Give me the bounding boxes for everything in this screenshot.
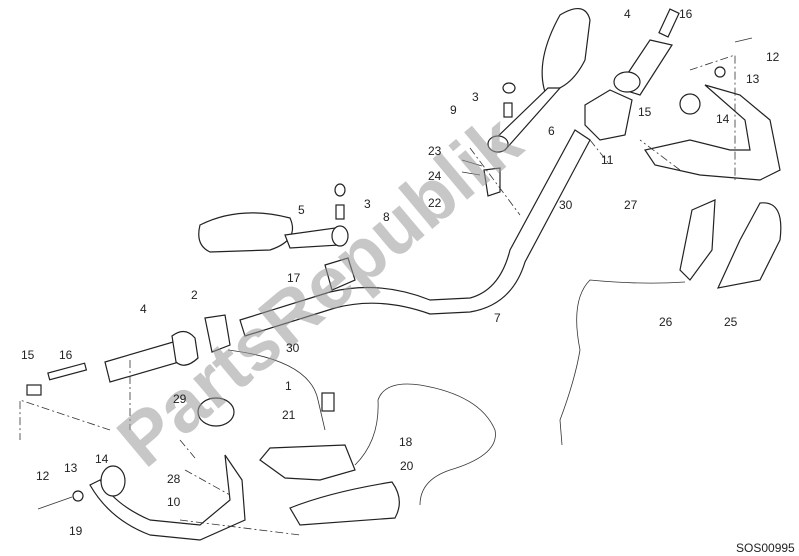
left-sleeve (47, 362, 88, 381)
switch-cable (227, 349, 326, 431)
callout-label: 28 (167, 472, 181, 486)
callout-label: 14 (716, 112, 730, 126)
right-mirror (541, 8, 591, 93)
callout-label: 22 (428, 196, 442, 210)
left-spacer (72, 490, 84, 502)
left-bar-end-insert (26, 384, 42, 396)
cap-left (334, 183, 346, 197)
right-bar-end-weight (679, 93, 701, 115)
bolt-left (37, 496, 73, 510)
left-switch (204, 314, 231, 353)
callout-label: 18 (399, 435, 413, 449)
callout-label: 9 (450, 103, 457, 117)
callout-label: 27 (624, 198, 638, 212)
callout-label: 19 (69, 524, 83, 538)
callout-label: 16 (679, 7, 693, 21)
callout-label: 1 (285, 379, 292, 393)
callout-label: 11 (601, 153, 614, 167)
right-switch (584, 89, 633, 141)
right-handguard (644, 84, 781, 181)
mirror-base-right (487, 135, 509, 153)
mirror-clamp-left (324, 257, 356, 291)
connector (321, 392, 335, 412)
indicator-cable-right (559, 279, 686, 446)
bolt-right (734, 37, 753, 43)
callout-label: 12 (766, 50, 780, 64)
callout-label: 23 (428, 144, 442, 158)
callout-labels: 4 16 12 13 3 9 6 15 14 11 23 24 22 30 27… (21, 7, 780, 538)
callout-label: 3 (472, 90, 479, 104)
switch-unit (197, 397, 235, 427)
callout-label: 12 (36, 469, 50, 483)
screw-left (335, 204, 345, 220)
watermark: PartsRepublik (102, 98, 537, 482)
callout-label: 8 (383, 210, 390, 224)
callout-label: 25 (724, 315, 738, 329)
callout-label: 24 (428, 169, 442, 183)
callout-label: 17 (287, 271, 301, 285)
callout-label: 21 (282, 408, 296, 422)
right-spacer (714, 66, 726, 78)
callout-label: 10 (167, 495, 181, 509)
mirror-clamp-right (483, 167, 501, 197)
callout-label: 4 (624, 7, 631, 21)
callout-label: 15 (21, 348, 35, 362)
left-cover (289, 481, 400, 526)
callout-label: 3 (364, 197, 371, 211)
callout-label: 29 (173, 392, 187, 406)
right-cover (716, 202, 782, 289)
callout-label: 30 (286, 341, 300, 355)
callout-label: 13 (64, 461, 78, 475)
mirror-base-left (331, 225, 349, 247)
left-mirror (198, 212, 294, 253)
callout-label: 30 (559, 198, 573, 212)
callout-label: 26 (659, 315, 673, 329)
callout-label: 2 (191, 288, 198, 302)
right-indicator (679, 199, 716, 281)
right-grip-end (613, 71, 641, 93)
indicator-cable-left (354, 383, 496, 506)
left-indicator (259, 444, 356, 481)
callout-label: 6 (548, 124, 555, 138)
callout-label: 14 (95, 452, 109, 466)
callout-label: 4 (140, 302, 147, 316)
diagram-code: SOS00995 (736, 541, 795, 555)
screw-right (503, 102, 513, 118)
callout-label: 20 (400, 459, 414, 473)
right-sleeve (658, 8, 680, 38)
cap-right (502, 82, 516, 94)
left-bar-end-weight (100, 465, 126, 497)
callout-label: 13 (746, 72, 760, 86)
left-grip-flange (171, 330, 199, 366)
callout-label: 15 (638, 105, 652, 119)
callout-label: 7 (494, 311, 501, 325)
callout-label: 5 (298, 203, 305, 217)
callout-label: 16 (59, 348, 73, 362)
